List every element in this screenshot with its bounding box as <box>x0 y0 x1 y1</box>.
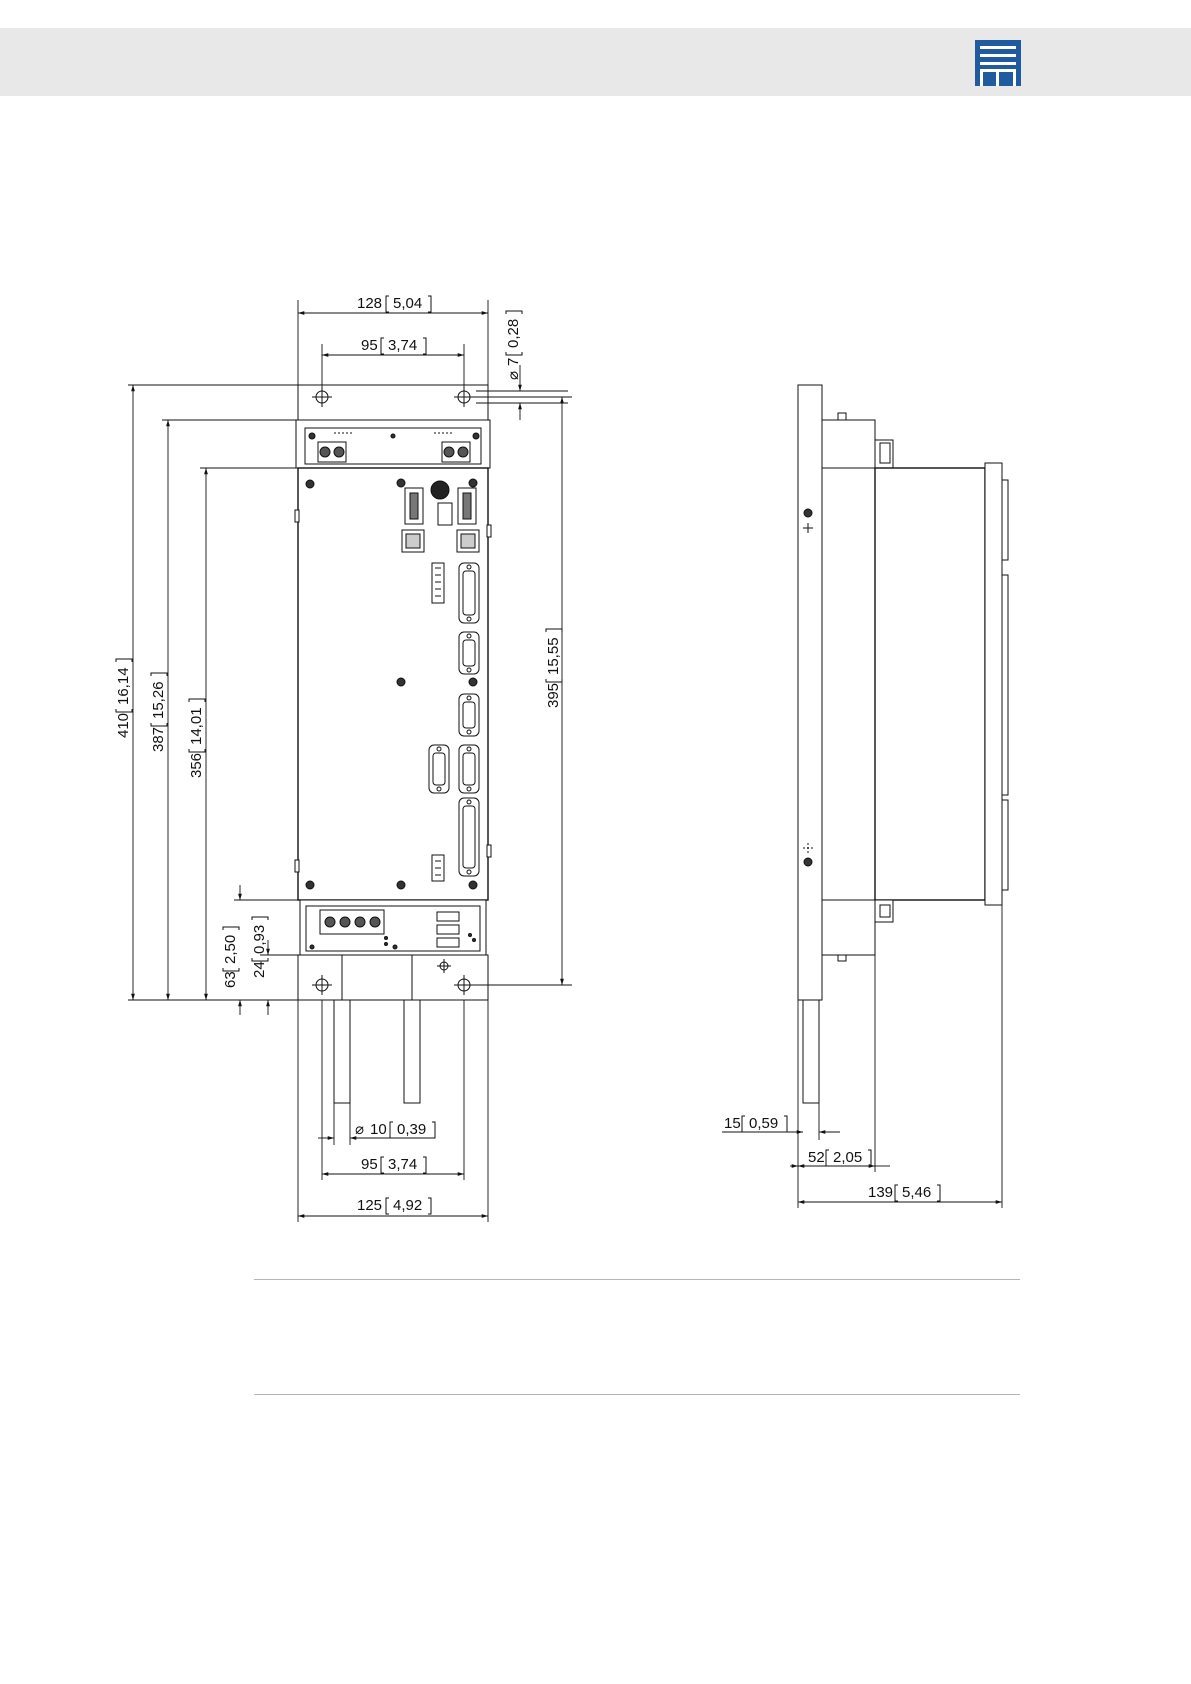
dim-hole-spacing-top: 95 <box>361 337 378 354</box>
dim-hole-spacing-bottom: 95 <box>361 1156 378 1173</box>
dsub-connector-4 <box>429 745 449 793</box>
dim-rod-diameter: 10 <box>370 1121 387 1138</box>
dim-height-356: 356 <box>188 753 205 778</box>
dim-hole-diameter: 7 <box>505 358 522 366</box>
top-mounting-plate <box>298 385 488 420</box>
dsub-connector-1 <box>459 563 479 623</box>
dim-height-387-in: 15,26 <box>150 681 167 719</box>
dim-depth-total-in: 5,46 <box>902 1184 931 1201</box>
dim-height-387: 387 <box>150 727 167 752</box>
divider-bottom <box>254 1394 1020 1395</box>
dim-plate-thickness: 15 <box>724 1115 741 1132</box>
dim-bottom-63-in: 2,50 <box>222 935 239 964</box>
dim-height-total-in: 16,14 <box>115 667 132 705</box>
side-housing <box>875 468 985 900</box>
dim-width-top: 128 <box>357 295 382 312</box>
front-view <box>295 385 491 1103</box>
dim-hole-spacing-bottom-in: 3,74 <box>388 1156 417 1173</box>
side-view <box>798 385 1008 1103</box>
dsub-connector-6 <box>459 798 479 876</box>
dim-plate-thickness-in: 0,59 <box>749 1115 778 1132</box>
dim-hole-spacing-vertical-in: 15,55 <box>545 637 562 675</box>
dim-width-top-in: 5,04 <box>393 295 422 312</box>
rod-right <box>404 1000 420 1103</box>
dim-bottom-63: 63 <box>222 971 239 988</box>
side-rod <box>803 1000 819 1103</box>
dim-bottom-24: 24 <box>251 961 268 978</box>
dsub-connector-2 <box>459 632 479 674</box>
dim-offset-52: 52 <box>808 1149 825 1166</box>
dim-offset-52-in: 2,05 <box>833 1149 862 1166</box>
dim-bottom-24-in: 0,93 <box>251 925 268 954</box>
dim-height-356-in: 14,01 <box>188 707 205 745</box>
dim-rod-diameter-in: 0,39 <box>397 1121 426 1138</box>
dim-height-total: 410 <box>115 713 132 738</box>
dsub-connector-3 <box>459 694 479 736</box>
dim-width-bottom-in: 4,92 <box>393 1197 422 1214</box>
front-cover <box>985 463 1002 905</box>
dim-diameter-symbol-10: ⌀ <box>355 1121 364 1138</box>
power-terminal-block <box>320 910 384 934</box>
divider-top <box>254 1279 1020 1280</box>
bottom-mounting-plate <box>298 955 488 1000</box>
dim-width-bottom: 125 <box>357 1197 382 1214</box>
back-mounting-plate <box>798 385 822 1000</box>
dsub-connector-5 <box>459 745 479 793</box>
dim-hole-spacing-vertical: 395 <box>545 683 562 708</box>
rod-left <box>334 1000 350 1103</box>
dim-diameter-symbol-7: ⌀ <box>505 371 522 380</box>
seven-segment-display <box>438 503 452 525</box>
dip-switch-top <box>432 563 444 603</box>
dim-hole-diameter-in: 0,28 <box>505 319 522 348</box>
dim-hole-spacing-top-in: 3,74 <box>388 337 417 354</box>
dim-depth-total: 139 <box>868 1184 893 1201</box>
